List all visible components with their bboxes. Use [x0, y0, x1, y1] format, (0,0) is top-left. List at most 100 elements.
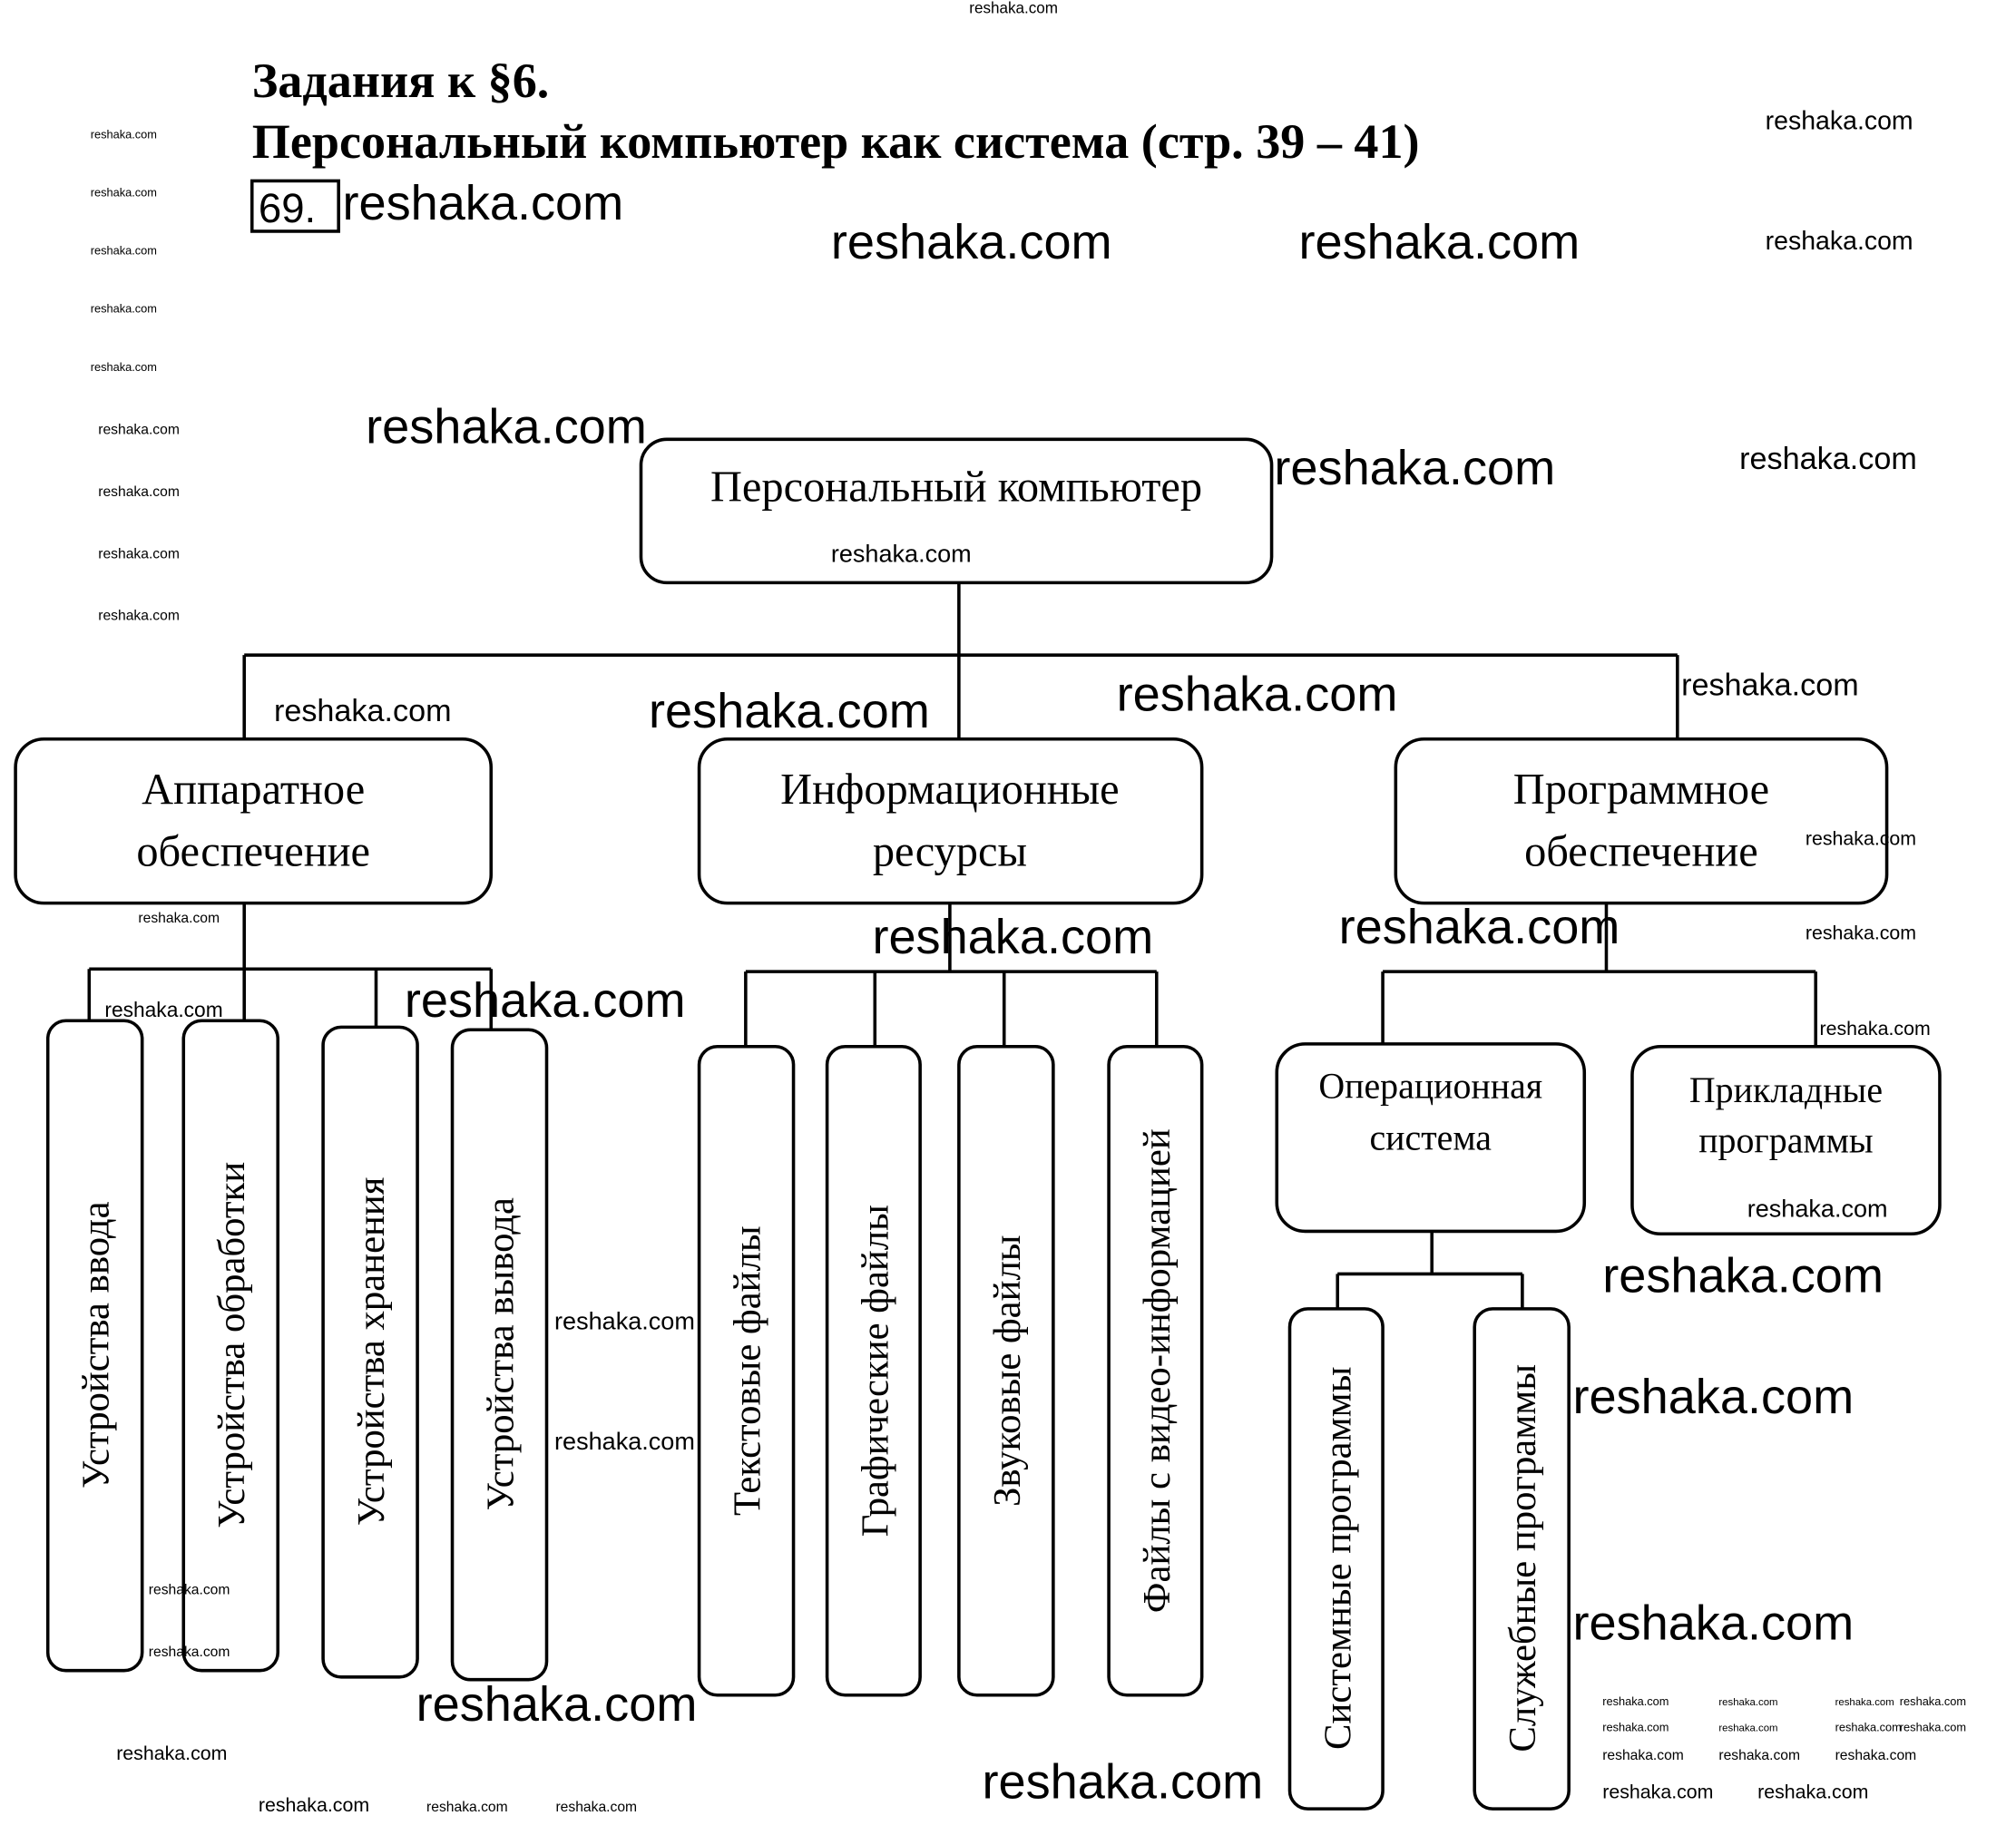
- watermark-text: reshaka.com: [138, 911, 220, 926]
- watermark-text: reshaka.com: [1572, 1596, 1854, 1651]
- watermark-text: reshaka.com: [554, 1428, 695, 1455]
- watermark-text: reshaka.com: [1900, 1694, 1966, 1708]
- node-text-files: Текстовые файлы: [697, 1044, 796, 1697]
- watermark-text: reshaka.com: [1900, 1721, 1966, 1734]
- watermark-text: reshaka.com: [1572, 1370, 1854, 1424]
- watermark-text: reshaka.com: [1602, 1694, 1669, 1708]
- watermark-text: reshaka.com: [149, 1645, 230, 1660]
- watermark-text: reshaka.com: [872, 910, 1153, 964]
- node-label: Операционная: [1318, 1066, 1542, 1107]
- watermark-text: reshaka.com: [831, 215, 1112, 269]
- node-label: Персональный компьютер: [710, 464, 1202, 512]
- watermark-text: reshaka.com: [149, 1583, 230, 1598]
- watermark-text: reshaka.com: [426, 1800, 508, 1815]
- watermark-text: reshaka.com: [1602, 1721, 1669, 1734]
- watermark-text: reshaka.com: [1681, 668, 1859, 702]
- node-graphic-files: Графические файлы: [825, 1044, 922, 1697]
- watermark-text: reshaka.com: [1766, 106, 1913, 135]
- watermark-text: reshaka.com: [1835, 1721, 1902, 1734]
- node-label: обеспечение: [1524, 827, 1758, 875]
- node-label: Служебные программы: [1502, 1364, 1544, 1752]
- node-label: Информационные: [780, 766, 1120, 814]
- task-number-box: [250, 179, 340, 233]
- watermark-text: reshaka.com: [1806, 828, 1916, 850]
- watermark-text: reshaka.com: [91, 244, 157, 258]
- connectors: [87, 582, 1818, 1309]
- node-label: обеспечение: [136, 827, 370, 875]
- node-label: Устройства вывода: [479, 1197, 522, 1510]
- watermark-text: reshaka.com: [1718, 1748, 1800, 1763]
- node-applied-programs: Прикладные программы: [1630, 1044, 1942, 1236]
- watermark-text: reshaka.com: [259, 1794, 369, 1816]
- watermark-text: reshaka.com: [342, 176, 623, 230]
- node-system-programs: Системные программы: [1287, 1307, 1385, 1811]
- watermark-text: reshaka.com: [1747, 1196, 1888, 1223]
- node-processing-devices: Устройства обработки: [181, 1019, 280, 1673]
- watermark-text: reshaka.com: [98, 484, 180, 500]
- watermark-text: reshaka.com: [1835, 1748, 1917, 1763]
- watermark-text: reshaka.com: [1819, 1018, 1930, 1040]
- watermark-text: reshaka.com: [1739, 442, 1917, 476]
- watermark-text: reshaka.com: [1835, 1697, 1894, 1708]
- watermark-text: reshaka.com: [969, 0, 1058, 16]
- watermark-text: reshaka.com: [91, 360, 157, 374]
- node-operating-system: Операционная система: [1275, 1042, 1587, 1234]
- node-output-devices: Устройства вывода: [450, 1028, 549, 1682]
- watermark-text: reshaka.com: [91, 302, 157, 316]
- node-label: ресурсы: [873, 827, 1027, 875]
- watermark-text: reshaka.com: [1602, 1782, 1713, 1803]
- node-label: Текстовые файлы: [727, 1225, 769, 1516]
- node-label: система: [1369, 1118, 1492, 1158]
- node-utility-programs: Служебные программы: [1473, 1307, 1571, 1811]
- node-label: Системные программы: [1316, 1367, 1359, 1750]
- watermark-text: reshaka.com: [983, 1755, 1264, 1810]
- watermark-text: reshaka.com: [1339, 900, 1620, 954]
- watermark-text: reshaka.com: [366, 400, 647, 454]
- watermark-text: reshaka.com: [416, 1677, 698, 1732]
- watermark-text: reshaka.com: [1602, 1248, 1884, 1303]
- task-number: 69.: [259, 185, 316, 231]
- node-sound-files: Звуковые файлы: [957, 1044, 1055, 1697]
- watermark-text: reshaka.com: [1117, 667, 1398, 721]
- node-information-resources: Информационные ресурсы: [697, 737, 1204, 905]
- node-label: программы: [1698, 1120, 1873, 1161]
- watermark-text: reshaka.com: [555, 1800, 637, 1815]
- watermark-text: reshaka.com: [98, 423, 180, 438]
- watermark-text: reshaka.com: [831, 541, 972, 568]
- heading-topic: Персональный компьютер как система (стр.…: [252, 114, 1420, 169]
- watermark-text: reshaka.com: [554, 1308, 695, 1335]
- watermark-text: reshaka.com: [1806, 922, 1916, 944]
- node-label: Устройства хранения: [350, 1177, 393, 1527]
- node-label: Программное: [1513, 766, 1769, 814]
- watermark-text: reshaka.com: [1602, 1748, 1684, 1763]
- node-software: Программное обеспечение: [1394, 737, 1889, 905]
- node-video-files: Файлы с видео-информацией: [1107, 1044, 1204, 1697]
- watermark-text: reshaka.com: [91, 186, 157, 200]
- watermark-text: reshaka.com: [405, 973, 686, 1028]
- watermark-text: reshaka.com: [1274, 441, 1555, 495]
- node-storage-devices: Устройства хранения: [321, 1025, 419, 1679]
- watermark-text: reshaka.com: [98, 609, 180, 624]
- watermark-text: reshaka.com: [91, 127, 157, 141]
- watermark-text: reshaka.com: [274, 694, 452, 728]
- watermark-text: reshaka.com: [1298, 215, 1580, 269]
- node-label: Звуковые файлы: [986, 1235, 1029, 1507]
- node-personal-computer: Персональный компьютер: [639, 437, 1274, 585]
- heading-section: Задания к §6.: [252, 54, 550, 108]
- watermark-text: reshaka.com: [1766, 227, 1913, 256]
- watermark-text: reshaka.com: [98, 546, 180, 561]
- node-label: Файлы с видео-информацией: [1136, 1128, 1179, 1613]
- node-label: Аппаратное: [142, 766, 365, 814]
- watermark-text: reshaka.com: [1718, 1697, 1777, 1708]
- node-label: Устройства ввода: [75, 1201, 118, 1489]
- watermark-text: reshaka.com: [116, 1742, 227, 1764]
- watermark-text: reshaka.com: [1757, 1782, 1868, 1803]
- node-hardware: Аппаратное обеспечение: [14, 737, 494, 905]
- node-input-devices: Устройства ввода: [45, 1019, 144, 1673]
- node-label: Устройства обработки: [210, 1162, 253, 1528]
- node-label: Прикладные: [1689, 1069, 1883, 1110]
- watermark-text: reshaka.com: [104, 998, 222, 1021]
- watermark-text: reshaka.com: [649, 684, 930, 738]
